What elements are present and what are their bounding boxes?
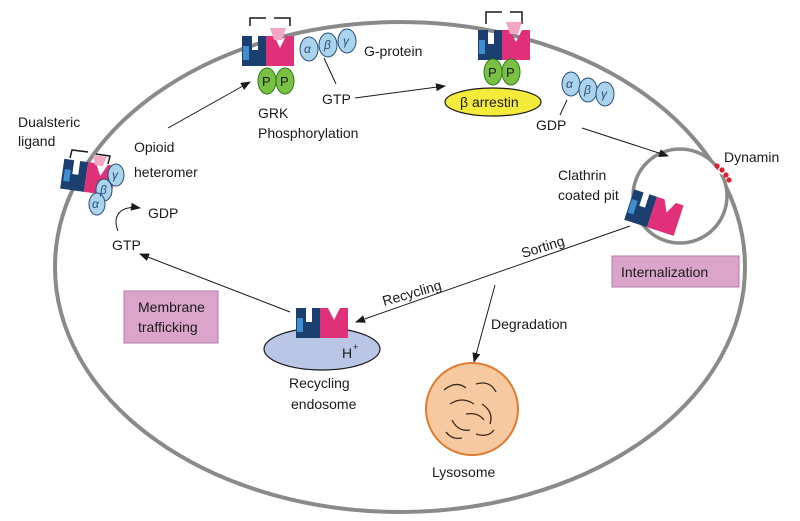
proton-charge: + — [353, 342, 358, 352]
recycling-endosome-label-1: Recycling — [289, 375, 350, 391]
beta-subunit: β — [323, 38, 331, 52]
beta-subunit: β — [99, 183, 107, 197]
arrow-opioid-to-grk — [167, 81, 251, 129]
arrow-gdp-to-pit — [581, 127, 669, 158]
receptor-arrestin: P P — [478, 11, 530, 86]
gtp-left-label: GTP — [112, 237, 141, 253]
arrow-to-lysosome — [472, 284, 496, 363]
phosphorylation-label: Phosphorylation — [258, 125, 358, 141]
beta-arrestin-label: β arrestin — [460, 94, 519, 110]
recycling-endosome-label-2: endosome — [291, 396, 357, 412]
alpha-subunit: α — [566, 77, 574, 91]
lysosome — [425, 362, 519, 456]
arrow-endosome-to-membrane — [139, 253, 291, 313]
membrane-trafficking-label-1: Membrane — [138, 299, 205, 315]
g-protein-right: α β γ — [561, 71, 615, 107]
gtp-top-label: GTP — [322, 91, 351, 107]
opioid-label-1: Opioid — [134, 139, 174, 155]
cell-membrane — [53, 20, 747, 514]
opioid-label-2: heteromer — [134, 164, 198, 180]
alpha-subunit: α — [304, 42, 312, 56]
dynamin-label: Dynamin — [724, 149, 779, 165]
membrane-trafficking-box: Membrane trafficking — [123, 290, 219, 344]
gamma-subunit: γ — [343, 34, 350, 48]
phospho-label: P — [280, 74, 289, 89]
link-gprotein-gtp — [323, 57, 337, 85]
lysosome-label: Lysosome — [432, 464, 496, 480]
arrow-gtp-to-gdp — [115, 202, 141, 232]
beta-arrestin: β arrestin — [444, 87, 542, 117]
dualsteric-label-2: ligand — [18, 133, 55, 149]
membrane-trafficking-label-2: trafficking — [138, 319, 198, 335]
beta-subunit: β — [583, 83, 591, 97]
arrows — [115, 57, 669, 363]
gdp-right-label: GDP — [536, 117, 566, 133]
g-protein-label: G-protein — [364, 43, 422, 59]
proton-label: H — [342, 345, 352, 361]
internalization-box: Internalization — [611, 255, 740, 288]
alpha-subunit: α — [92, 197, 100, 211]
receptor-dualsteric: α β γ — [60, 149, 125, 216]
receptor-grk: P P — [242, 17, 295, 95]
degradation-label: Degradation — [491, 316, 567, 332]
grk-label: GRK — [258, 105, 289, 121]
recycling-endosome: H + — [263, 308, 381, 371]
clathrin-label-1: Clathrin — [558, 167, 606, 183]
recycling-label: Recycling — [380, 277, 443, 309]
internalization-label: Internalization — [621, 264, 708, 280]
gamma-subunit: γ — [112, 168, 119, 182]
phospho-label: P — [506, 65, 515, 80]
dualsteric-label-1: Dualsteric — [18, 114, 80, 130]
dynamin-dots — [714, 163, 732, 183]
gdp-left-label: GDP — [148, 205, 178, 221]
arrow-gtp-to-arrestin — [354, 83, 446, 99]
clathrin-label-2: coated pit — [558, 187, 619, 203]
gamma-subunit: γ — [601, 87, 608, 101]
link-gprotein-gdp — [559, 99, 568, 116]
phospho-label: P — [488, 65, 497, 80]
receptor-internalized — [624, 189, 684, 236]
g-protein-top: α β γ — [299, 28, 357, 62]
phospho-label: P — [262, 74, 271, 89]
arrow-sorting-to-endosome — [355, 225, 631, 323]
